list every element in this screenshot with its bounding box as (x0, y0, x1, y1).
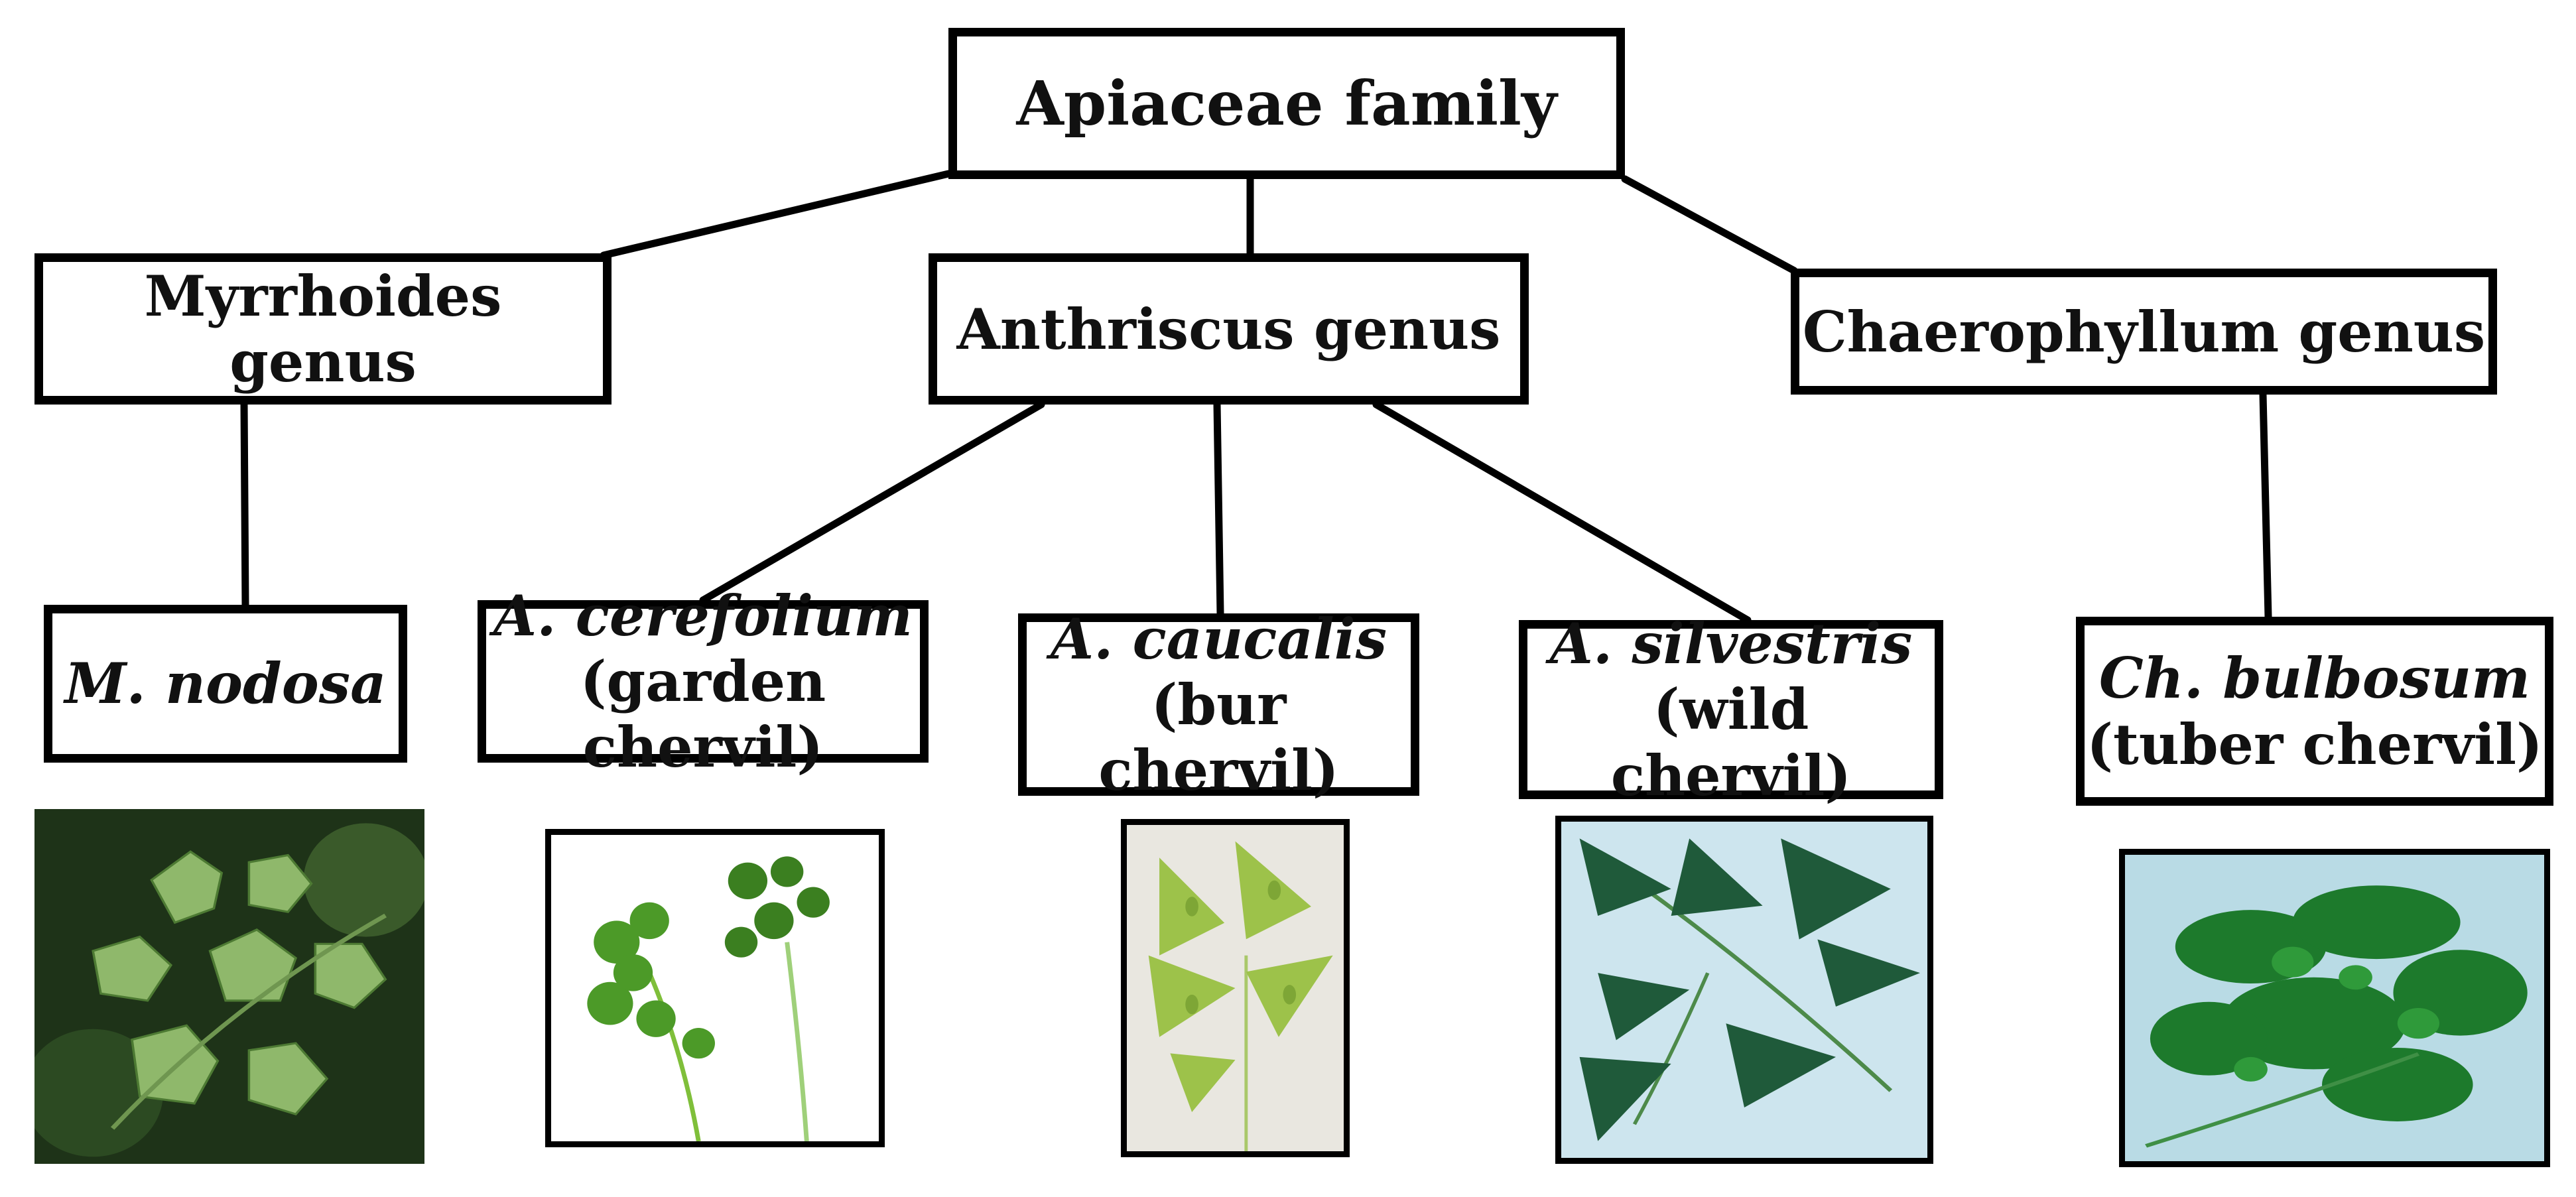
root-family-label: Apiaceae family (1016, 68, 1557, 139)
species-scientific-name: A. silvestris (1549, 611, 1913, 677)
species-common-name: (wild chervil) (1610, 676, 1852, 808)
connector-myrrhoides-nodosa (240, 401, 249, 609)
species-scientific-name: Ch. bulbosum (2098, 645, 2531, 712)
m-nodosa-leaf-photo-icon (34, 809, 424, 1164)
species-scientific-name: A. caucalis (1051, 605, 1387, 672)
species-common-name: (tuber chervil) (2087, 711, 2543, 777)
connector-chaerophyllum-bulbosum (2259, 391, 2272, 621)
ch-bulbosum-leaf-photo-icon (2119, 849, 2550, 1167)
genus-label-anthriscus: Anthriscus genus (956, 296, 1501, 362)
connector-root-myrrhoides (600, 170, 952, 259)
species-box-ch-bulbosum: Ch. bulbosum (tuber chervil) (2076, 617, 2553, 806)
a-silvestris-leaf-photo-icon (1555, 816, 1933, 1164)
species-box-a-caucalis: A. caucalis (bur chervil) (1018, 606, 1419, 803)
species-box-a-cerefolium: A. cerefolium (garden chervil) (478, 583, 929, 780)
a-cerefolium-leaf-photo-icon (545, 829, 885, 1147)
genus-label-chaerophyllum: Chaerophyllum genus (1802, 298, 2486, 365)
species-common-name: (garden chervil) (580, 648, 826, 781)
genus-box-chaerophyllum: Chaerophyllum genus (1791, 269, 2497, 395)
root-family-box: Apiaceae family (948, 28, 1625, 179)
genus-box-anthriscus: Anthriscus genus (929, 253, 1529, 405)
connector-root-chaerophyllum (1621, 175, 1798, 275)
connector-anthriscus-cerefolium (699, 401, 1045, 604)
species-common-name: (bur chervil) (1098, 671, 1339, 804)
connector-anthriscus-silvestris (1372, 401, 1752, 624)
species-scientific-name: M. nodosa (64, 651, 387, 717)
genus-box-myrrhoides: Myrrhoides genus (34, 253, 612, 405)
species-box-m-nodosa: M. nodosa (44, 605, 407, 763)
species-scientific-name: A. cerefolium (493, 582, 913, 649)
species-box-a-silvestris: A. silvestris (wild chervil) (1519, 611, 1943, 808)
genus-label-myrrhoides: Myrrhoides genus (144, 263, 502, 395)
connector-anthriscus-caucalis (1213, 401, 1224, 617)
a-caucalis-leaf-photo-icon (1121, 819, 1350, 1157)
